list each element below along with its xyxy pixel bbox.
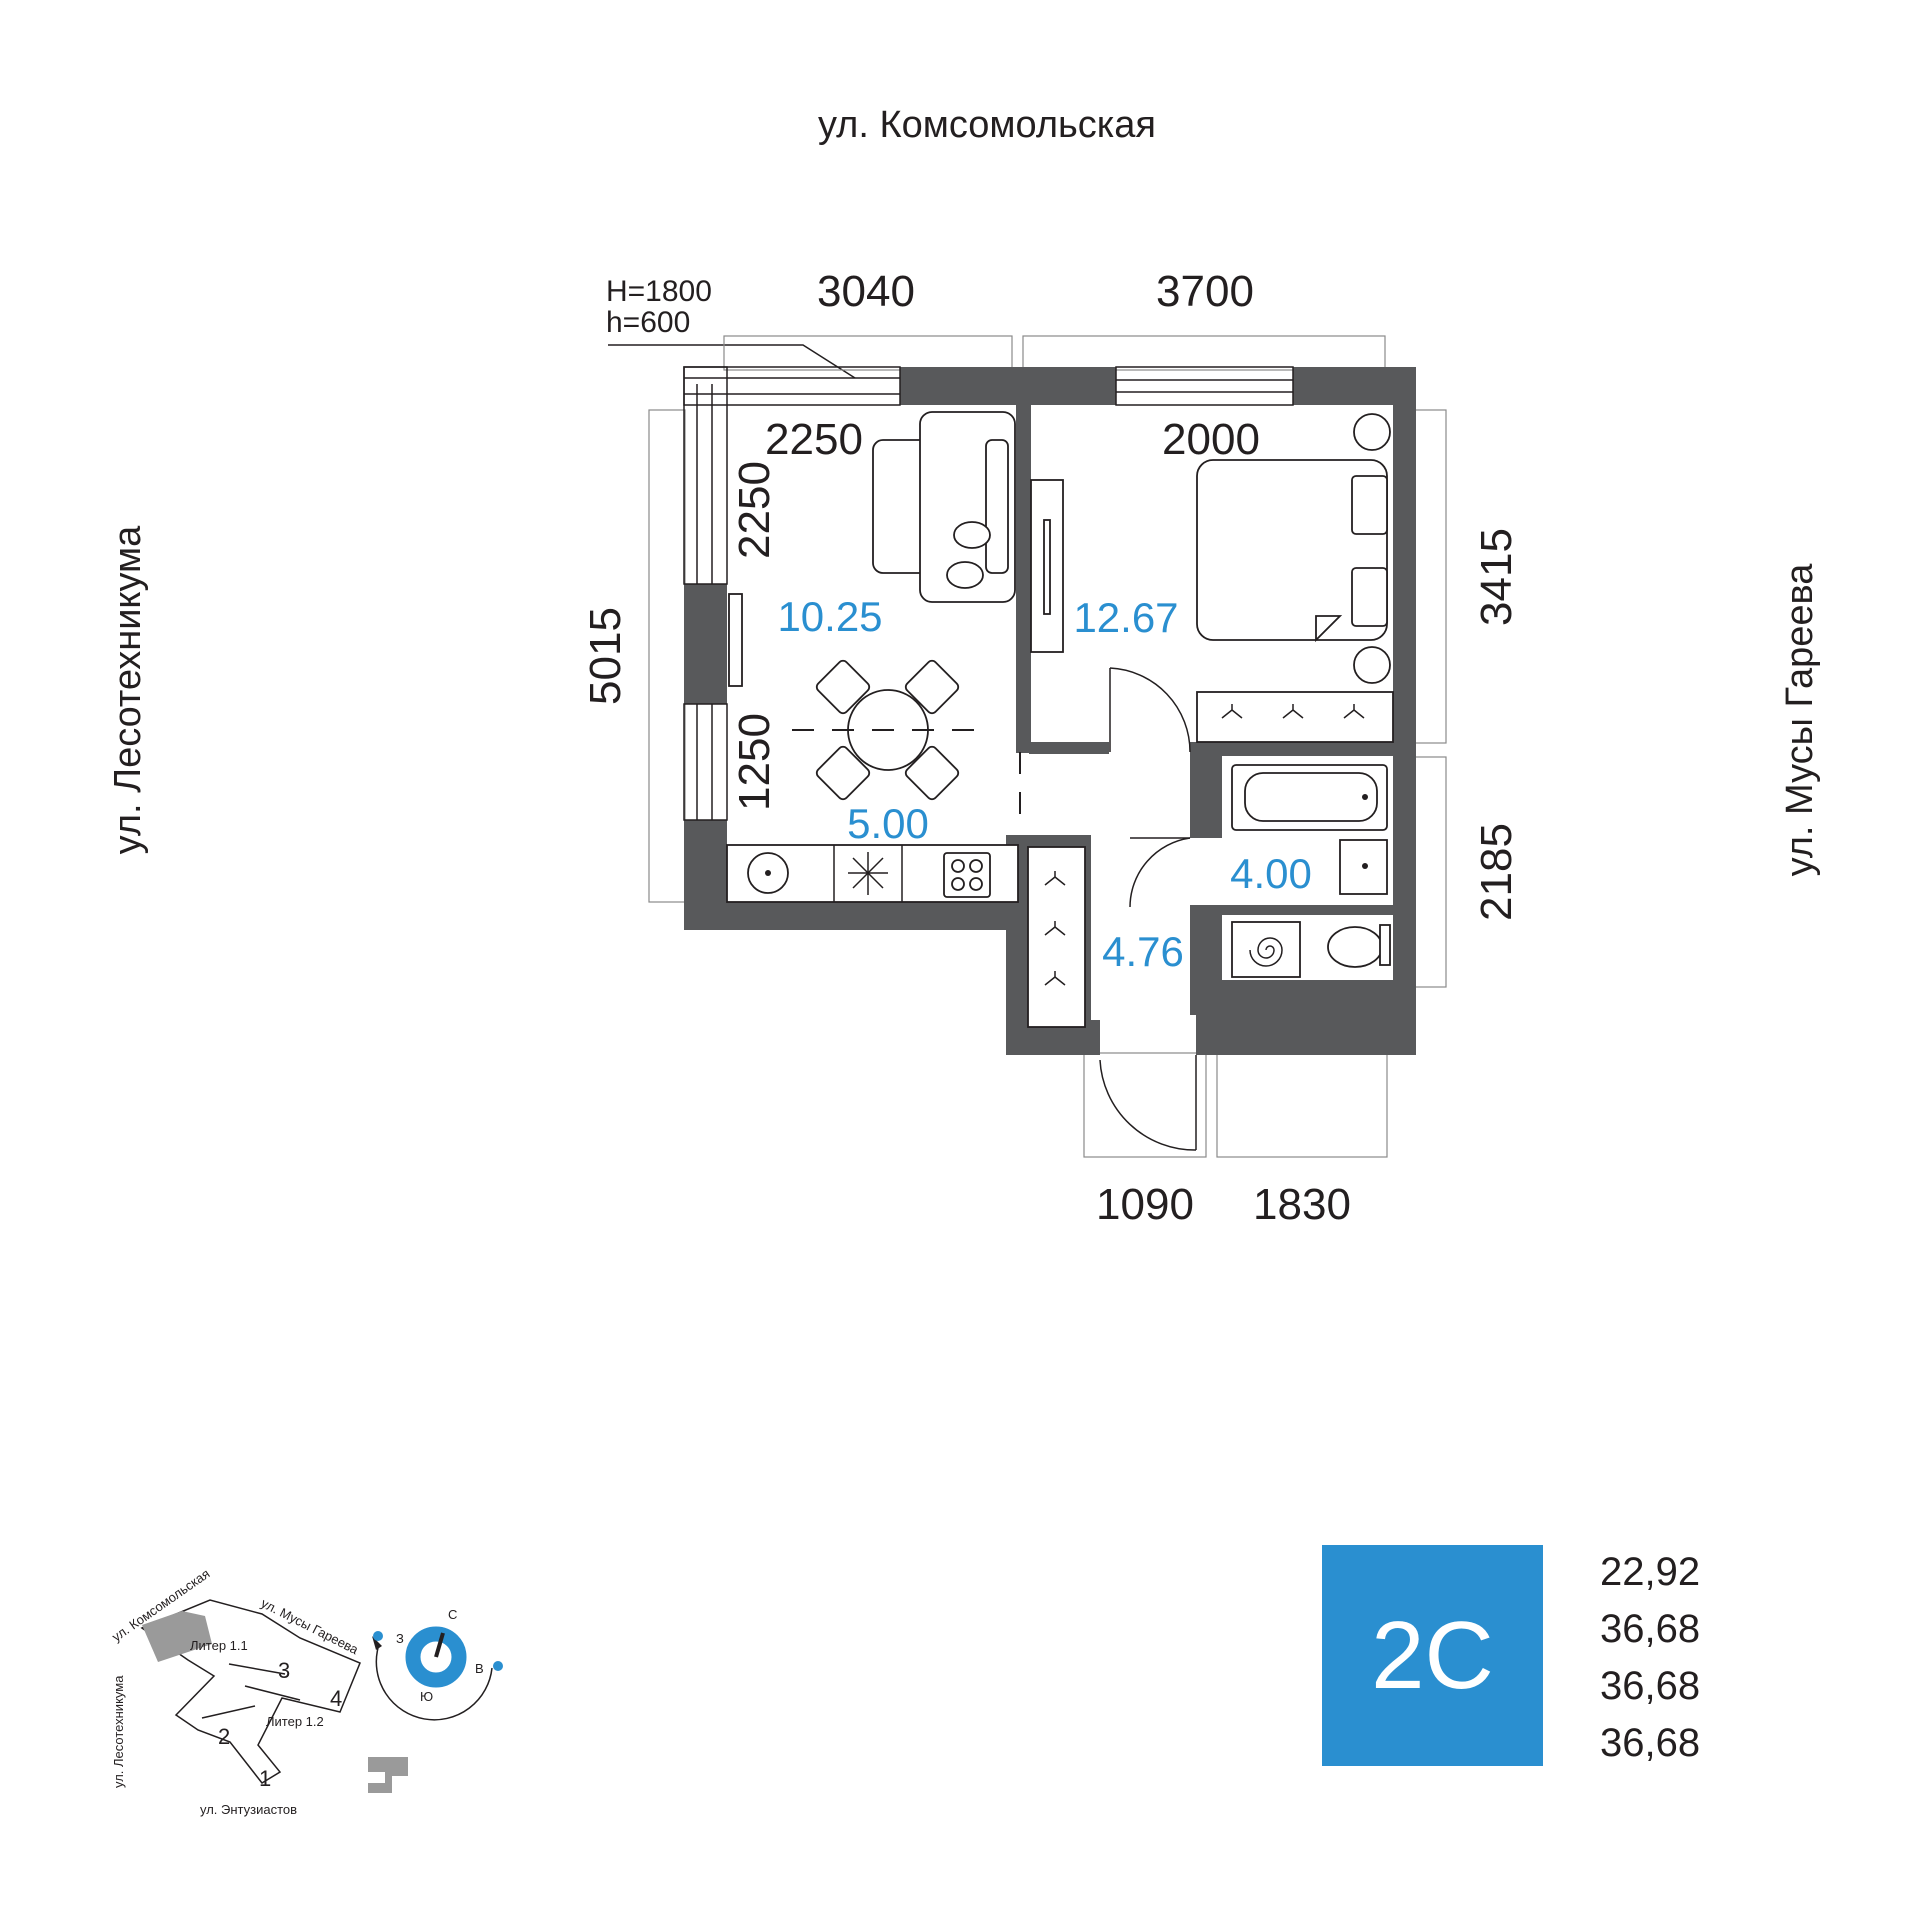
mini-section-1: 1 [259,1766,271,1791]
mini-liter-2: Литер 1.2 [266,1714,324,1729]
tv-stand [728,479,1064,687]
washing-machine [1231,921,1301,978]
street-top-label: ул. Комсомольская [818,104,1156,146]
windows [683,366,1294,821]
sofa [872,411,1016,603]
area-living: 22,92 [1600,1550,1701,1594]
area-kitchen-living: 10.25 [777,593,882,640]
window-sill-note: h=600 [606,306,690,339]
street-right-label: ул. Мусы Гареева [1779,563,1821,877]
sun-west-icon [373,1631,383,1641]
dim-bottom-right: 1830 [1253,1180,1351,1229]
area-total-with-balcony: 36,68 [1600,1664,1701,1708]
sink [1339,839,1388,895]
mini-street-left: ул. Лесотехникума [111,1675,126,1788]
mini-section-2: 2 [218,1724,230,1749]
site-mini-map: ул. Комсомольская ул. Мусы Гареева ул. Л… [109,1566,408,1817]
mini-liter-1: Литер 1.1 [190,1638,248,1653]
compass: С Ю З В [372,1607,503,1721]
dim-right-lower: 2185 [1472,823,1521,921]
wardrobe [1196,691,1394,743]
dim-bottom-left: 1090 [1096,1180,1194,1229]
area-kitchen-zone: 5.00 [847,800,929,847]
dim-kitchen-side-window: 2250 [730,461,779,559]
sun-east-icon [493,1661,503,1671]
dining-table [792,659,1021,830]
bathtub [1231,764,1388,831]
mini-section-4: 4 [330,1686,342,1711]
dim-kitchen-lower: 1250 [730,713,779,811]
apartment-type-label: 2С [1371,1601,1494,1709]
dim-left-total: 5015 [581,607,630,705]
compass-east: В [475,1661,484,1676]
dim-top-right: 3700 [1156,267,1254,316]
compass-west: З [396,1631,404,1646]
bed [1196,413,1391,684]
doors [1099,667,1197,1151]
area-bedroom: 12.67 [1073,594,1178,641]
mini-section-3: 3 [278,1658,290,1683]
hall-closet [1027,846,1086,1028]
area-bathroom: 4.00 [1230,850,1312,897]
window-note-leader [608,344,856,379]
area-summary: 22,92 36,68 36,68 36,68 [1600,1544,1700,1772]
dim-top-left: 3040 [817,267,915,316]
area-full: 36,68 [1600,1721,1701,1765]
compass-north: С [448,1607,457,1622]
apartment-type-badge: 2С [1322,1545,1543,1766]
area-total: 36,68 [1600,1607,1701,1651]
dim-right-upper: 3415 [1472,528,1521,626]
area-hall: 4.76 [1102,928,1184,975]
street-left-label: ул. Лесотехникума [107,525,149,854]
toilet [1327,924,1391,968]
compass-south: Ю [420,1689,433,1704]
window-height-note: H=1800 [606,275,712,308]
mini-street-right: ул. Мусы Гареева [259,1595,362,1657]
kitchen-counter [726,844,1019,903]
mini-street-bottom: ул. Энтузиастов [200,1802,297,1817]
dim-kitchen-window: 2250 [765,415,863,464]
dim-bedroom-window: 2000 [1162,415,1260,464]
